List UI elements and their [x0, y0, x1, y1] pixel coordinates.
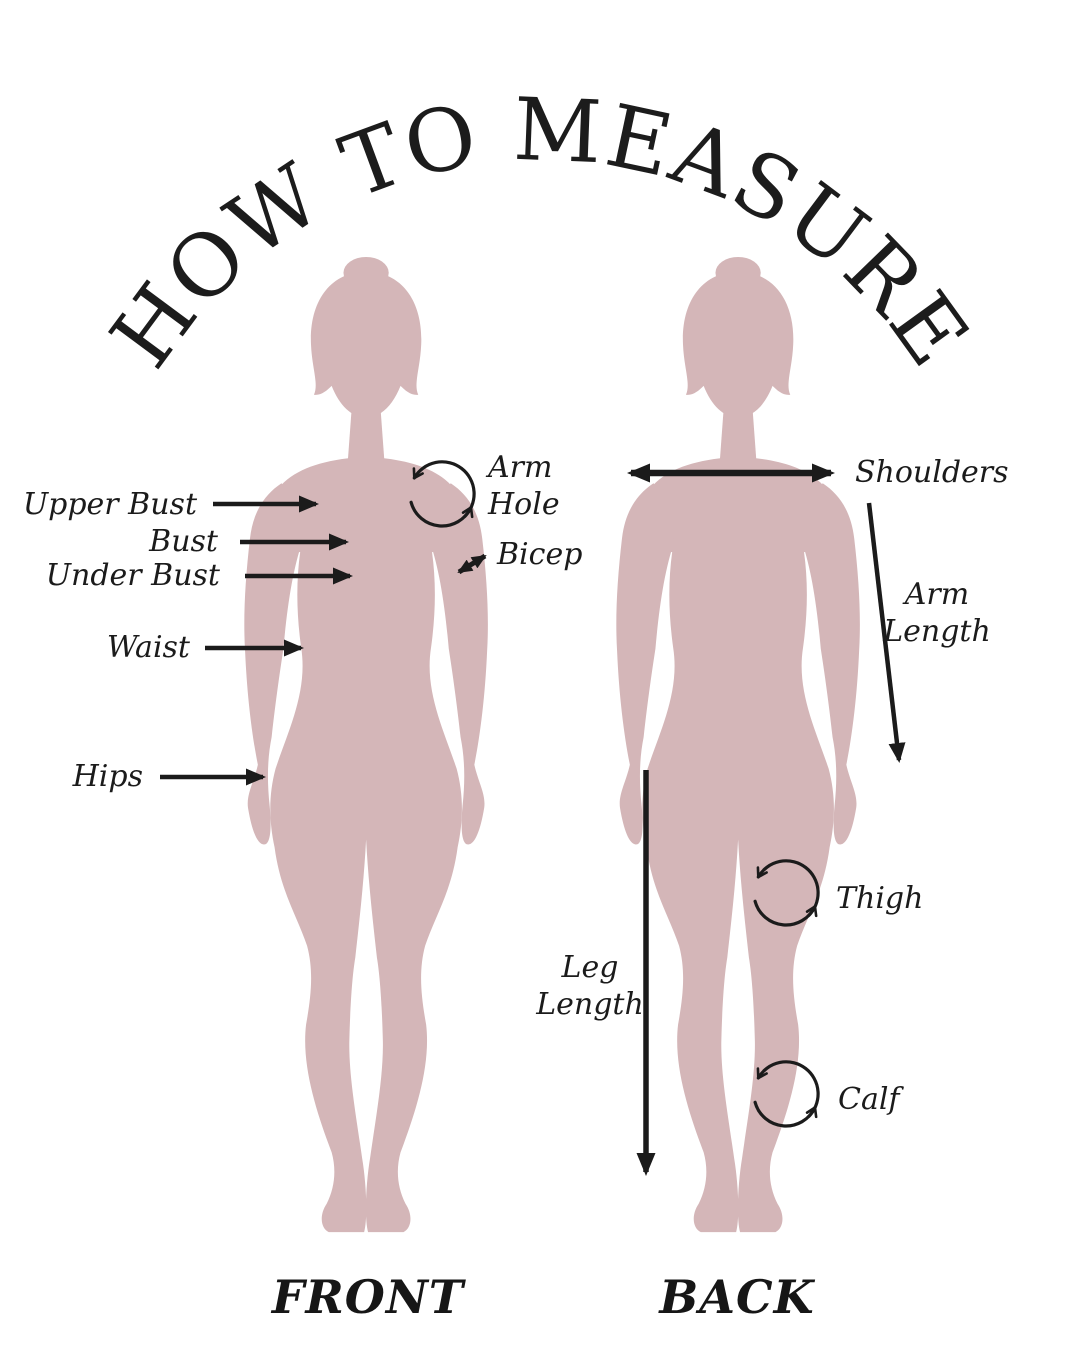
arm-length-arrow: [866, 502, 906, 763]
hips-label: Hips: [72, 759, 143, 794]
calf-label: Calf: [838, 1082, 900, 1117]
back-body-silhouette: [616, 256, 860, 1233]
back-caption: BACK: [659, 1270, 815, 1324]
thigh-label: Thigh: [836, 881, 924, 916]
arm-length-label: Arm Length: [857, 576, 1017, 650]
waist-label: Waist: [106, 630, 190, 665]
front-caption: FRONT: [271, 1270, 465, 1324]
upper-bust-label: Upper Bust: [22, 487, 197, 522]
page-title: HOW TO MEASURE: [92, 80, 986, 386]
page-title-arc: HOW TO MEASURE: [92, 80, 988, 386]
arm-hole-label: Arm Hole: [488, 449, 560, 523]
leg-length-label-line2: Length: [536, 987, 644, 1022]
front-body-silhouette: [244, 256, 488, 1233]
shoulders-label: Shoulders: [855, 455, 1009, 490]
bicep-double-arrow: [457, 553, 487, 575]
arm-length-label-line1: Arm: [904, 577, 970, 612]
bicep-label: Bicep: [497, 537, 583, 572]
bust-label: Bust: [149, 524, 218, 559]
under-bust-label: Under Bust: [45, 558, 220, 593]
arm-length-label-line2: Length: [883, 614, 991, 649]
leg-length-label: Leg Length: [510, 949, 670, 1023]
leg-length-label-line1: Leg: [561, 950, 619, 985]
arm-hole-label-line2: Hole: [488, 487, 560, 522]
arm-hole-label-line1: Arm: [488, 450, 553, 485]
